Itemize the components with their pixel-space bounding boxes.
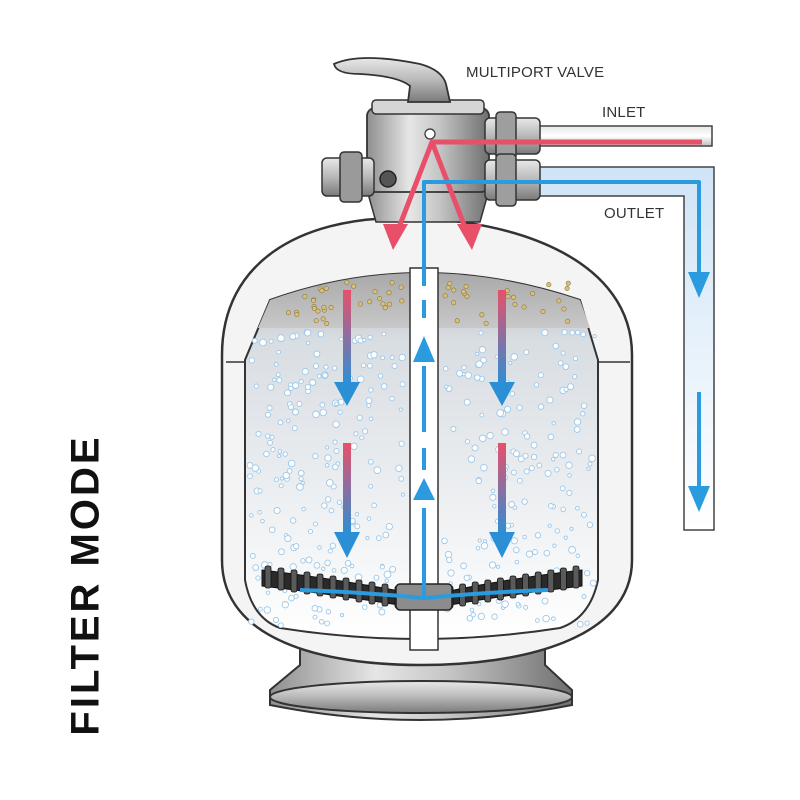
inlet-arrow-left	[383, 224, 408, 250]
outlet-arrow-lower	[688, 486, 710, 512]
return-arrow-lower	[413, 478, 435, 500]
inlet-arrow-right	[457, 224, 482, 250]
inlet-flow	[383, 139, 702, 250]
sand-particles	[285, 279, 571, 326]
filter-flow-arrows	[334, 290, 515, 558]
lateral-left	[261, 565, 406, 609]
mode-title: FILTER MODE	[63, 434, 108, 736]
return-arrow-upper	[413, 336, 435, 362]
outlet-label: OUTLET	[604, 205, 665, 222]
valve-handle	[332, 57, 452, 103]
outlet-flow	[299, 180, 710, 600]
outlet-arrow-upper	[688, 272, 710, 298]
multiport-valve	[321, 99, 541, 223]
multiport-valve-label: MULTIPORT VALVE	[466, 64, 605, 81]
inlet-label: INLET	[602, 104, 646, 121]
